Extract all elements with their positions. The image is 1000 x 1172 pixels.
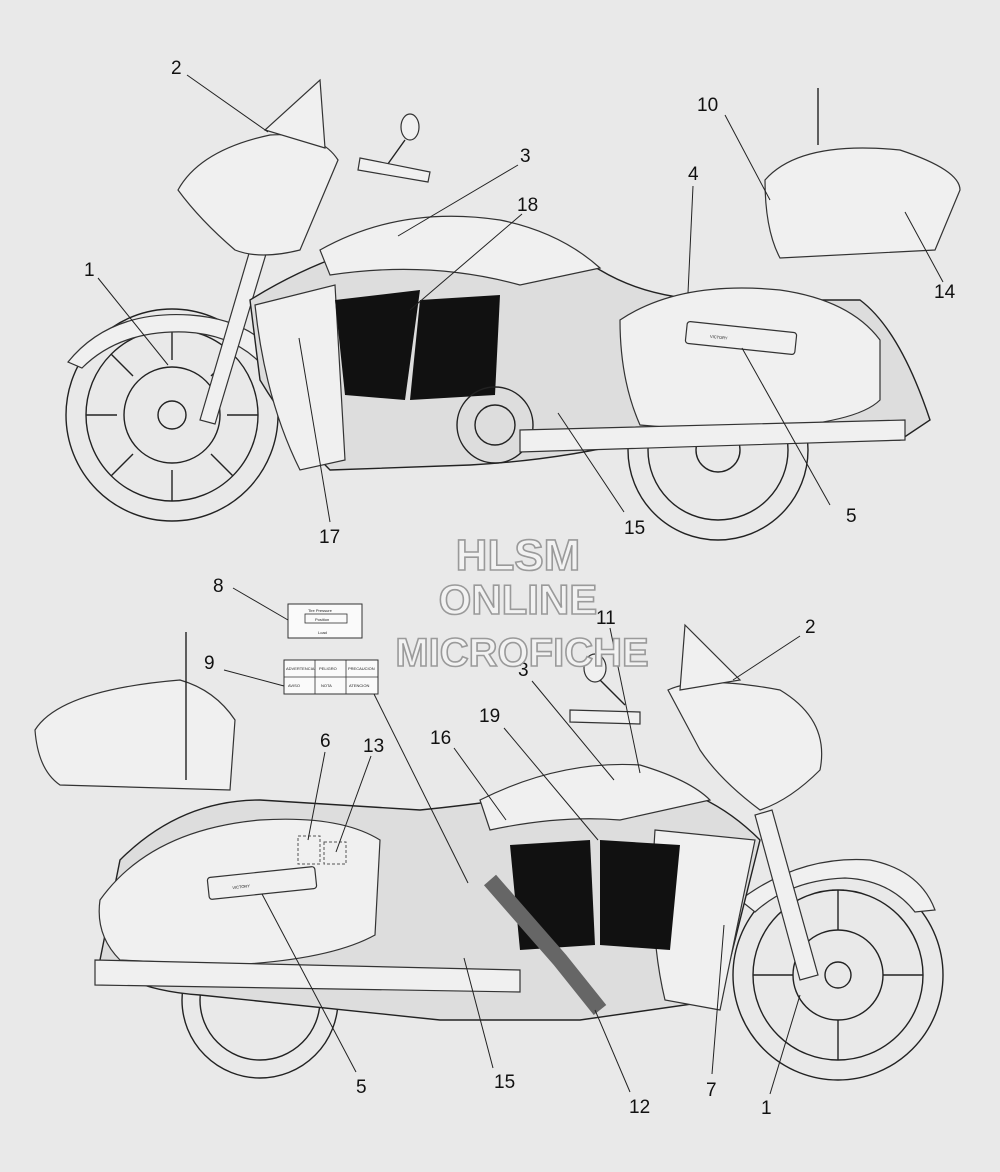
svg-text:Position: Position [315,617,329,622]
svg-text:ADVERTENCIA: ADVERTENCIA [286,666,315,671]
callout-19: 19 [479,706,500,727]
watermark-line1: HLSM [456,531,581,580]
callout-3-bottom: 3 [518,660,529,681]
callout-16: 16 [430,728,451,749]
callouts-top: 2 3 18 4 10 14 1 5 15 17 [84,58,956,548]
svg-text:NOTA: NOTA [321,683,332,688]
watermark-line2: ONLINE [439,576,598,623]
callouts-bottom: 8 11 2 9 3 19 6 13 16 5 15 12 7 1 [204,576,816,1119]
callout-1-top: 1 [84,260,95,281]
callout-5-top: 5 [846,506,857,527]
callout-9: 9 [204,653,215,674]
callout-1-bottom: 1 [761,1098,772,1119]
callout-15-top: 15 [624,518,645,539]
svg-text:PRECAUCION: PRECAUCION [348,666,375,671]
callout-10: 10 [697,95,718,116]
decal-9-warning-table: ADVERTENCIA PELIGRO PRECAUCION AVISO NOT… [283,659,379,695]
callout-18: 18 [517,195,538,216]
engine-top [335,290,534,464]
callout-6: 6 [320,731,331,752]
callout-5-bottom: 5 [356,1077,367,1098]
callout-2-bottom: 2 [805,617,816,638]
watermark-line3: MICROFICHE [395,631,648,675]
badge-text-top: VICTORY [710,334,728,341]
decal-13-outline [323,841,347,865]
motorcycle-bottom-view: VICTORY [34,623,944,1081]
decal-8-tire-pressure: Tire Pressure Position Load [287,603,363,639]
callout-13: 13 [363,736,384,757]
svg-text:ATENCION: ATENCION [349,683,369,688]
svg-text:PELIGRO: PELIGRO [319,666,337,671]
motorcycle-top-view: VICTORY [65,78,961,541]
callout-17: 17 [319,527,340,548]
front-wheel-bottom [732,869,944,1081]
callout-8: 8 [213,576,224,597]
callout-15-bottom: 15 [494,1072,515,1093]
callout-12: 12 [629,1097,650,1118]
svg-text:AVISO: AVISO [288,683,300,688]
svg-text:Tire Pressure: Tire Pressure [308,608,333,613]
callout-2-top: 2 [171,58,182,79]
callout-11: 11 [596,608,616,629]
engine-bottom [483,840,680,1015]
callout-7: 7 [706,1080,717,1101]
callout-4: 4 [688,164,699,185]
watermark: HLSM ONLINE MICROFICHE [395,530,650,676]
leader-lines [97,74,944,1095]
svg-text:Load: Load [318,630,327,635]
callout-14: 14 [934,282,956,303]
callout-3-top: 3 [520,146,531,167]
badge-text-bottom: VICTORY [232,883,250,890]
